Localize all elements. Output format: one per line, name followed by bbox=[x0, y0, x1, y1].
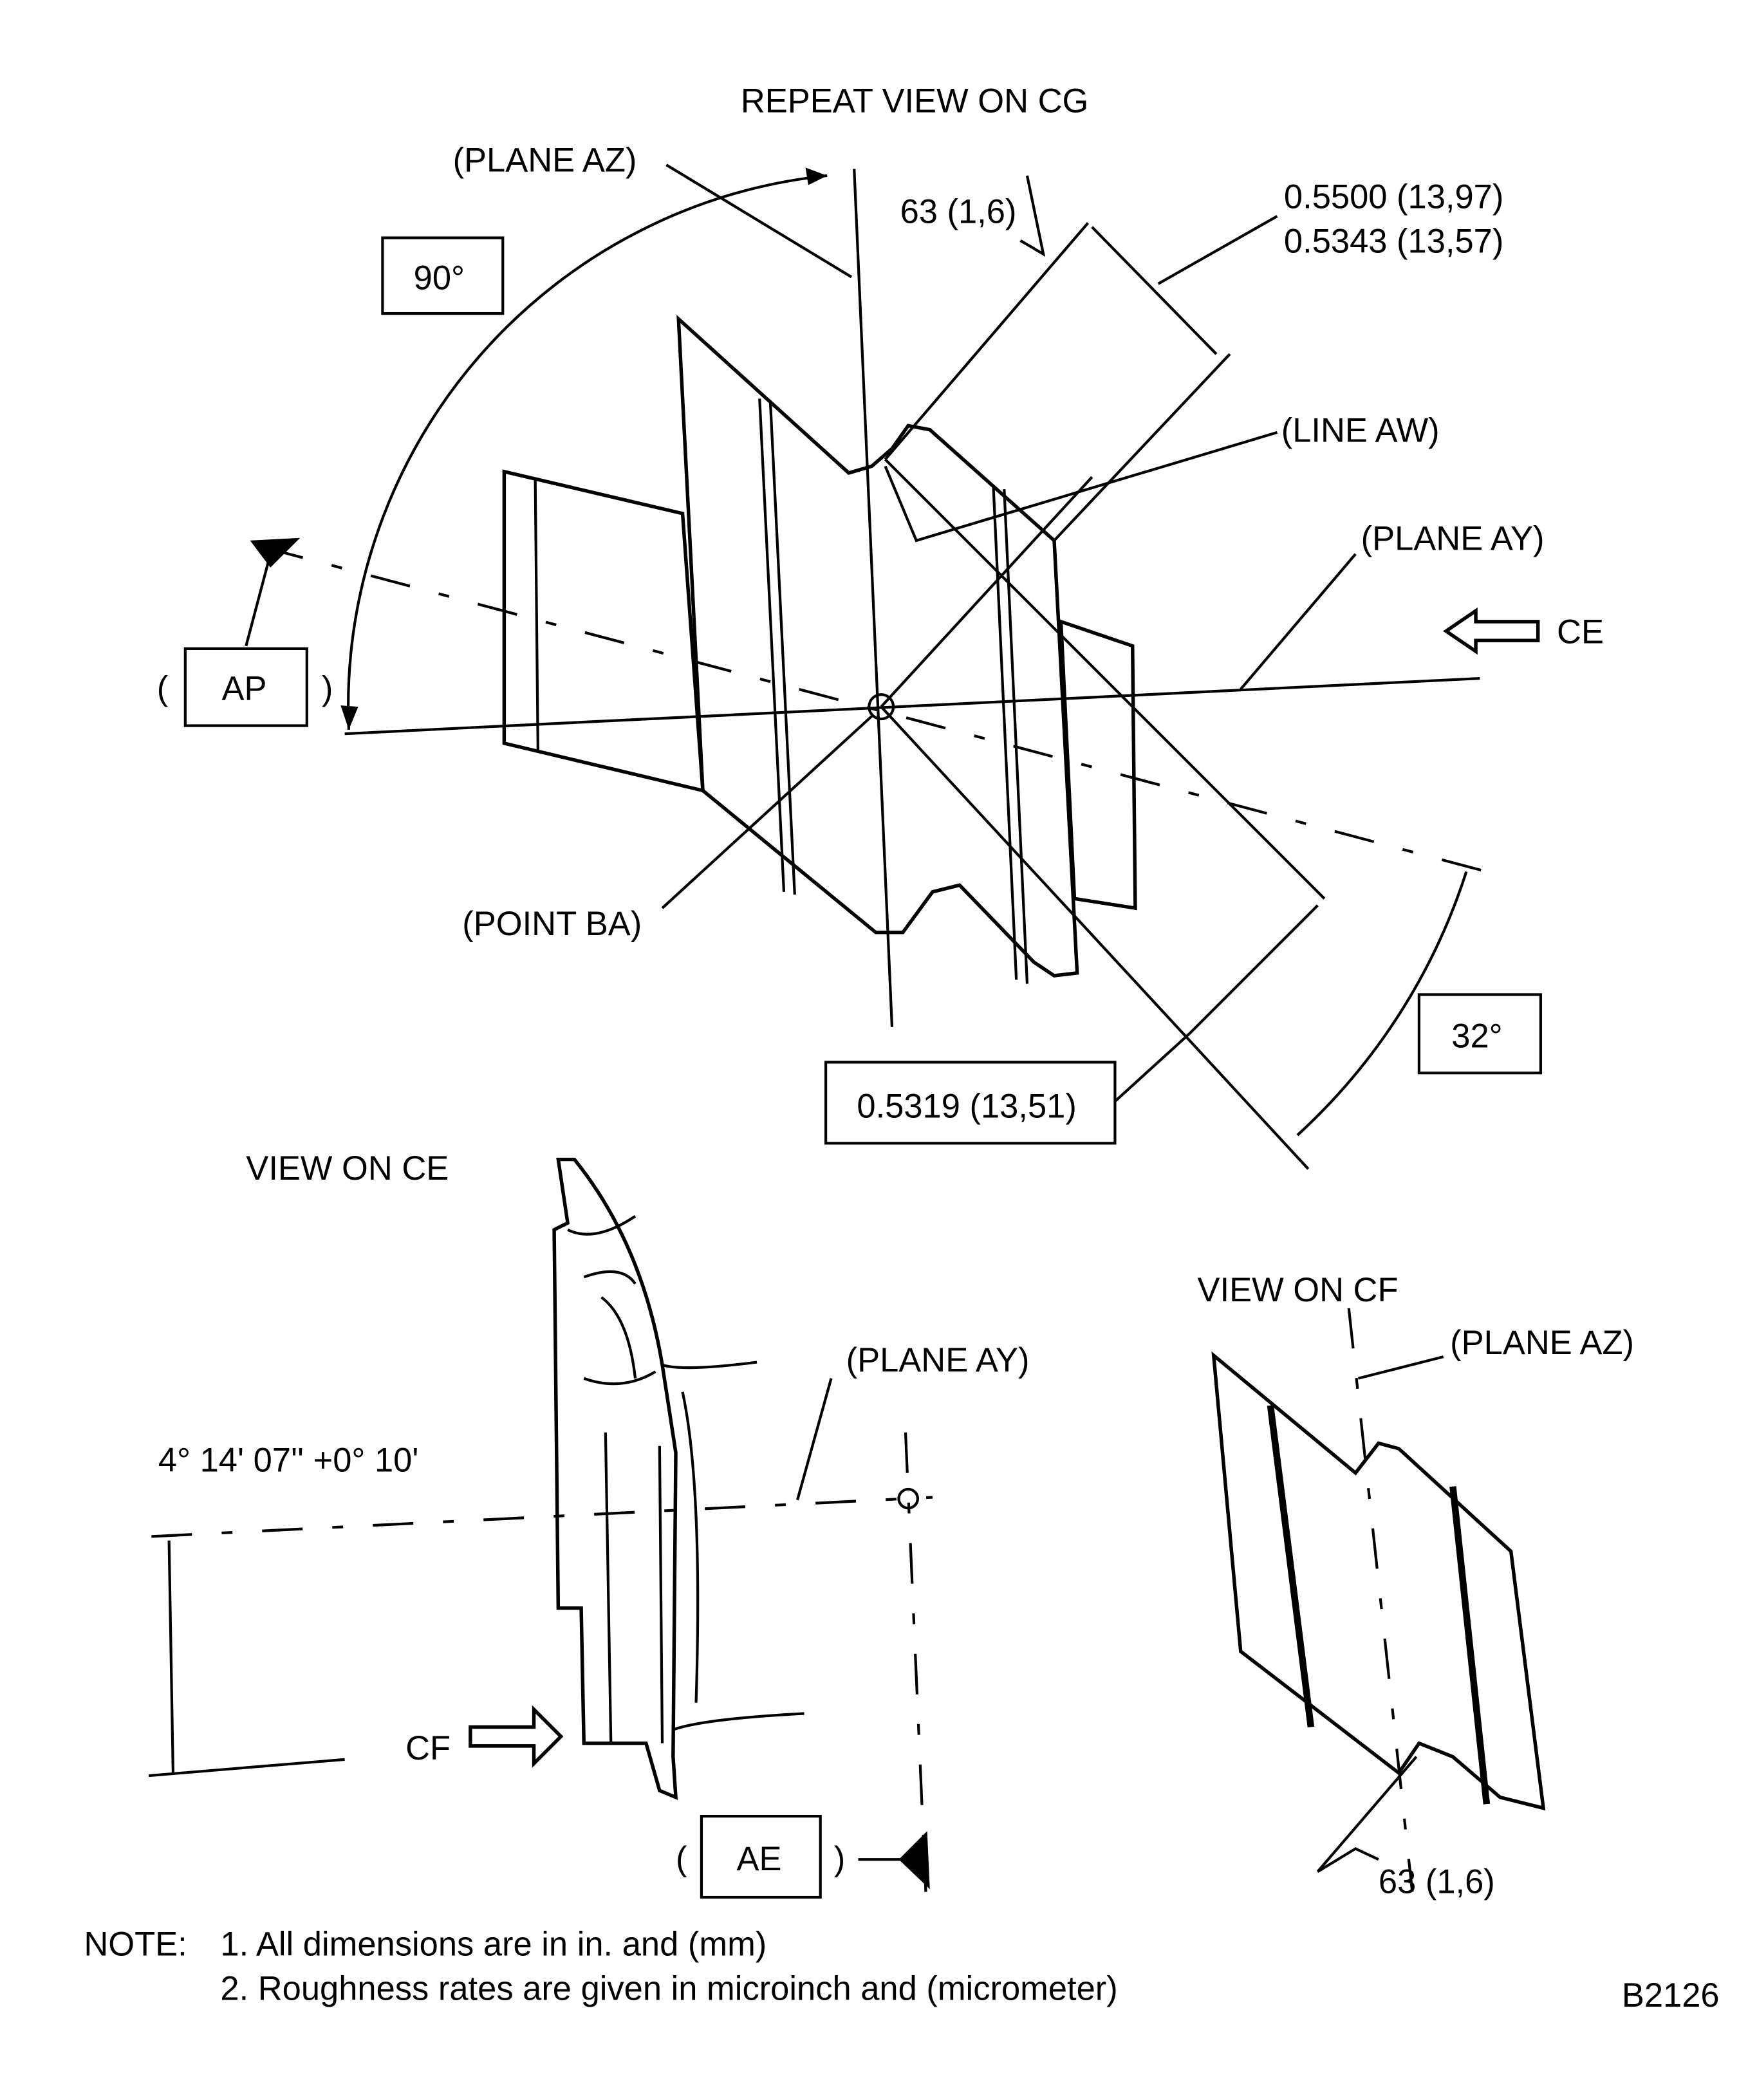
dim-basic-label: 0.5319 (13,51) bbox=[857, 1087, 1076, 1125]
repeat-view-title: REPEAT VIEW ON CG bbox=[741, 82, 1088, 120]
angle-32-box bbox=[1417, 993, 1542, 1075]
dim-basic-box bbox=[824, 1061, 1117, 1145]
note-item: 2. Roughness rates are given in microinc… bbox=[220, 1970, 1117, 2008]
arrow-cf-label: CF bbox=[405, 1729, 451, 1767]
notes: NOTE: 1. All dimensions are in in. and (… bbox=[84, 1925, 1719, 2014]
roughness-cf-label: 63 (1,6) bbox=[1379, 1863, 1495, 1901]
blade-groove bbox=[1003, 489, 1029, 984]
view-ce-title: VIEW ON CE bbox=[246, 1149, 449, 1187]
diagonal-line bbox=[880, 705, 1310, 1170]
datum-triangle-icon bbox=[250, 537, 301, 568]
view-on-cf: VIEW ON CF (PLANE AZ) 63 (1,6) bbox=[1198, 1271, 1634, 1901]
point-ba-leader bbox=[661, 715, 873, 909]
line-aw-label: (LINE AW) bbox=[1281, 412, 1440, 450]
plate-edge bbox=[534, 479, 539, 752]
datum-ap-label: AP bbox=[222, 670, 267, 708]
profile-flange bbox=[662, 1361, 758, 1370]
figure-id: B2126 bbox=[1622, 1976, 1720, 2014]
point-ba-marker bbox=[868, 693, 895, 721]
plane-az-leader bbox=[665, 163, 853, 279]
angle-label: 4° 14' 07'' +0° 10' bbox=[158, 1442, 419, 1480]
angle-90-box bbox=[381, 236, 505, 315]
view-on-ce: VIEW ON CE (PLANE AY) 4° 14' 07'' +0° 10… bbox=[148, 1149, 1030, 1899]
datum-triangle-icon bbox=[898, 1831, 930, 1890]
point-ba-label: (POINT BA) bbox=[462, 905, 642, 943]
diagonal-line bbox=[880, 476, 1093, 708]
profile-outline bbox=[552, 1157, 678, 1800]
blade-groove bbox=[1267, 1405, 1315, 1728]
roughness-top-label: 63 (1,6) bbox=[900, 192, 1017, 230]
angle-90-arc bbox=[347, 174, 828, 730]
extension-line bbox=[148, 1758, 345, 1778]
angle-90-label: 90° bbox=[414, 259, 465, 297]
dimension-leader bbox=[1157, 215, 1278, 285]
blade-groove bbox=[758, 398, 786, 892]
cf-blade-outline bbox=[1211, 1351, 1546, 1811]
note-heading: NOTE: bbox=[84, 1925, 187, 1963]
plane-ap-line bbox=[263, 546, 1487, 873]
view-cf-title: VIEW ON CF bbox=[1198, 1271, 1399, 1309]
plane-az-line bbox=[1347, 1308, 1414, 1892]
dimension-leader bbox=[1114, 1032, 1191, 1102]
paren-close: ) bbox=[834, 1840, 845, 1878]
plane-az-leader bbox=[1357, 1355, 1444, 1380]
blade-groove bbox=[768, 402, 796, 895]
datum-leader bbox=[245, 553, 272, 647]
arrow-ce-label: CE bbox=[1557, 613, 1604, 651]
center-marker bbox=[897, 1487, 919, 1510]
extension-line bbox=[1053, 353, 1231, 542]
angle-dimension-line bbox=[167, 1540, 175, 1773]
plane-ay-leader bbox=[1240, 553, 1357, 691]
note-item: 1. All dimensions are in in. and (mm) bbox=[220, 1925, 767, 1963]
blade-outline bbox=[676, 315, 1079, 978]
plane-ay-leader bbox=[795, 1378, 833, 1501]
plane-az-line bbox=[904, 1432, 927, 1892]
plane-ay-label: (PLANE AY) bbox=[1361, 520, 1545, 558]
profile-edge bbox=[604, 1432, 613, 1743]
paren-open: ( bbox=[157, 670, 169, 708]
plane-az-label: (PLANE AZ) bbox=[453, 142, 637, 180]
blade-groove bbox=[992, 486, 1018, 980]
dim-max-label: 0.5500 (13,97) bbox=[1284, 178, 1503, 216]
view-arrow-cf-icon bbox=[469, 1705, 564, 1768]
dimension-line bbox=[1188, 904, 1319, 1035]
plane-az-line bbox=[853, 169, 894, 1027]
dimension-line bbox=[1091, 226, 1218, 355]
profile-detail bbox=[567, 1215, 656, 1386]
blade-groove bbox=[1449, 1486, 1491, 1805]
paren-open: ( bbox=[676, 1840, 687, 1878]
profile-flange bbox=[673, 1712, 804, 1731]
angle-32-arc bbox=[1296, 871, 1468, 1137]
arrowhead-icon bbox=[340, 705, 358, 730]
line-aw-leader bbox=[884, 431, 1278, 543]
left-plate bbox=[502, 469, 705, 793]
plane-az-label-cf: (PLANE AZ) bbox=[1450, 1324, 1634, 1362]
profile-edge bbox=[658, 1445, 664, 1743]
datum-ae-label: AE bbox=[737, 1840, 782, 1878]
profile-edge bbox=[681, 1391, 700, 1703]
plane-ay-line bbox=[344, 676, 1480, 736]
extension-line bbox=[884, 222, 1090, 461]
repeat-view-on-cg: REPEAT VIEW ON CG (PLANE AZ) 90° 63 (1,6… bbox=[157, 82, 1604, 1170]
angle-32-label: 32° bbox=[1451, 1017, 1502, 1055]
dim-min-label: 0.5343 (13,57) bbox=[1284, 223, 1503, 261]
plane-ay-label-ce: (PLANE AY) bbox=[846, 1341, 1030, 1379]
diagonal-line bbox=[884, 458, 1326, 900]
plane-ay-line bbox=[151, 1496, 933, 1538]
datum-ap-box bbox=[183, 647, 308, 727]
arrowhead-icon bbox=[805, 167, 828, 185]
roughness-symbol-icon bbox=[1019, 175, 1046, 257]
datum-ae-box bbox=[700, 1814, 822, 1899]
roughness-symbol-icon bbox=[1316, 1756, 1418, 1873]
view-arrow-ce-icon bbox=[1443, 607, 1540, 655]
paren-close: ) bbox=[322, 670, 333, 708]
